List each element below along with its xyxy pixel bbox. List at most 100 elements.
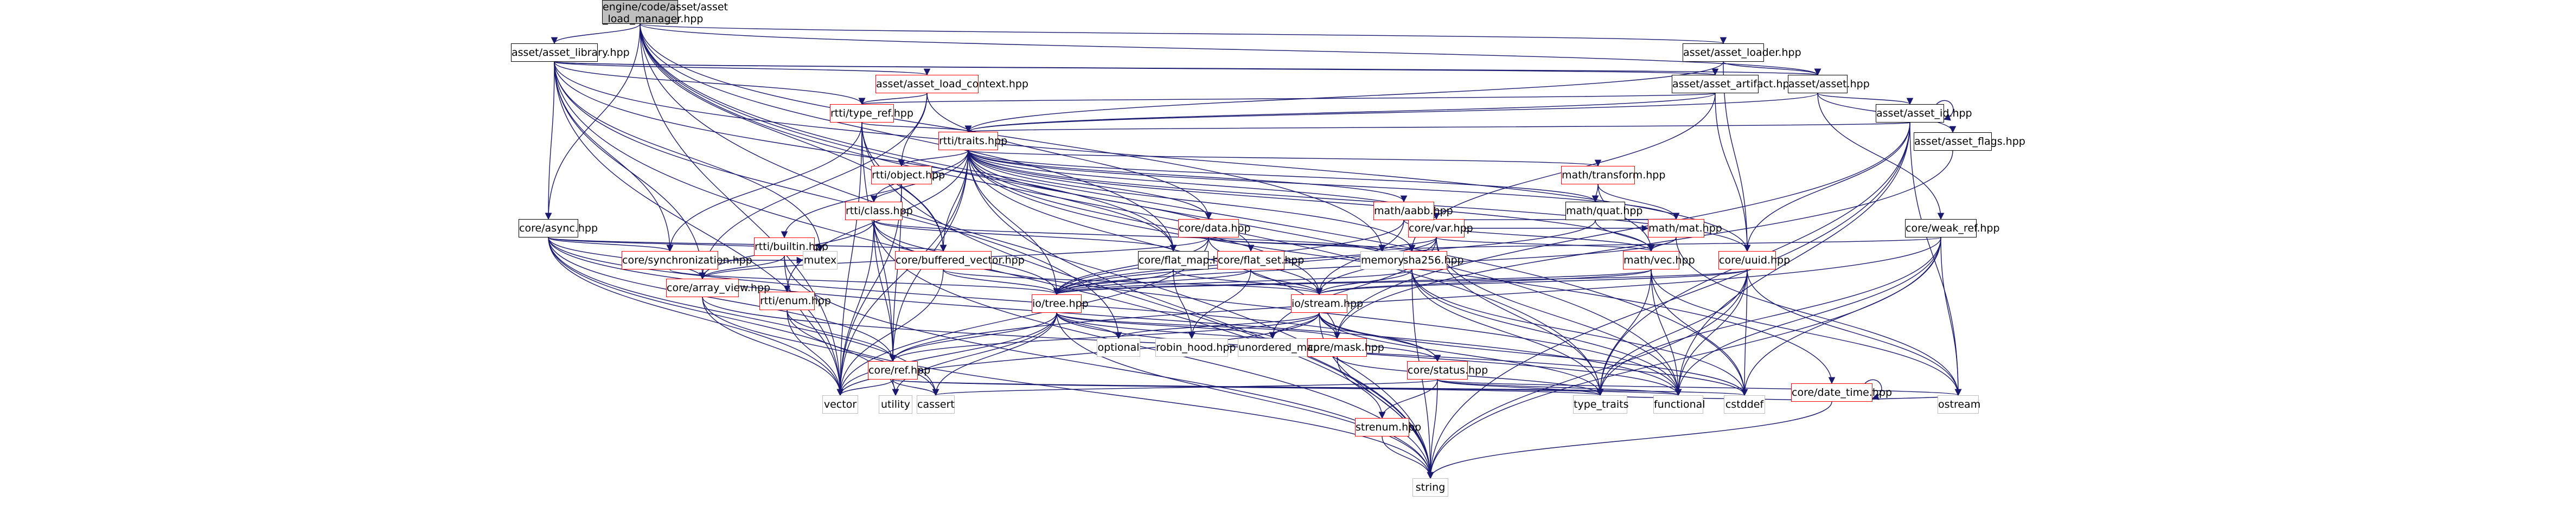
node-type-traits: type_traits [1573,395,1628,414]
edge-asset_id-to-ostream [1909,122,1962,396]
node-label: io/tree.hpp [1032,298,1089,310]
edge-asset_loader-to-asset [1723,61,1821,76]
edge-core_async-to-buffered_vector [548,237,947,252]
node-core-async-hpp[interactable]: core/async.hpp [519,219,598,237]
edge-asset_library-to-flat_map [554,61,1177,252]
edge-root-to-vector [640,23,844,396]
edge-uuid-to-cstddef [1741,269,1748,396]
node-asset-artifact-hpp[interactable]: asset/asset_artifact.hpp [1672,75,1796,93]
edge-type_ref-to-traits [861,122,972,133]
node-core-buffered-vector-hpp[interactable]: core/buffered_vector.hpp [895,251,1025,269]
node-math-vec-hpp[interactable]: math/vec.hpp [1623,251,1695,269]
edge-core_status-to-cassert [932,379,1438,396]
node-io-tree-hpp[interactable]: io/tree.hpp [1032,294,1089,313]
edge-type_ref-to-synchronization [666,122,862,252]
edge-root-to-memory [640,23,1386,252]
edge-asset_library-to-string [554,61,1434,479]
node-label: rtti/traits.hpp [939,135,1008,147]
node-core-flat-set-hpp[interactable]: core/flat_set.hpp [1217,251,1305,269]
node-label: core/weak_ref.hpp [1906,222,2000,234]
edge-io_tree-to-unordered_map [1056,312,1276,339]
node-label: unordered_map [1238,342,1320,354]
node-label: string [1415,481,1446,493]
node-robin-hood-hpp: robin_hood.hpp [1155,338,1236,357]
node-label: math/quat.hpp [1566,205,1643,217]
node-label: strenum.hpp [1356,421,1422,433]
node-label: asset/asset_flags.hpp [1914,136,2025,147]
node-asset-flags-hpp[interactable]: asset/asset_flags.hpp [1914,132,2025,151]
node-label: core/uuid.hpp [1719,254,1791,266]
node-rtti-traits-hpp[interactable]: rtti/traits.hpp [938,132,1008,150]
node-memory: memory [1360,251,1404,269]
node-asset-load-context-hpp[interactable]: asset/asset_load_context.hpp [875,75,1028,93]
node-io-stream-hpp[interactable]: io/stream.hpp [1291,294,1363,313]
edge-vec-to-io_tree [1053,269,1652,295]
node-label: vector [823,399,857,410]
node-label: core/flat_map.hpp [1139,254,1232,266]
node-core-synchronization-hpp[interactable]: core/synchronization.hpp [622,251,752,269]
edge-rtti_enum-to-string [787,310,1434,479]
edge-io_stream-to-string [1319,312,1434,479]
edge-asset_library-to-asset [554,61,1820,76]
edge-buffered_vector-to-vector [836,269,944,396]
edge-asset_library-to-mutex [554,61,824,252]
node-rtti-object-hpp[interactable]: rtti/object.hpp [871,166,945,184]
edge-flat_set-to-io_stream [1250,269,1323,295]
edge-asset_id-to-string [1427,122,1910,479]
edge-traits-to-object [898,150,969,167]
edge-asset_artifact-to-type_ref [859,93,1716,105]
edge-core_status-to-type_traits [1437,379,1604,396]
node-label: core/synchronization.hpp [622,254,752,266]
node-label: robin_hood.hpp [1156,342,1236,354]
edge-traits-to-io_stream [968,150,1323,295]
node-label: rtti/object.hpp [872,169,945,181]
node-rtti-enum-hpp[interactable]: rtti/enum.hpp [759,292,831,310]
node-rtti-builtin-hpp[interactable]: rtti/builtin.hpp [754,237,828,256]
node-strenum-hpp[interactable]: strenum.hpp [1355,418,1422,436]
node-math-aabb-hpp[interactable]: math/aabb.hpp [1373,202,1453,220]
node-label: core/flat_set.hpp [1218,254,1305,266]
node-asset-id-hpp[interactable]: asset/asset_id.hpp [1876,104,1972,123]
node-label: functional [1654,399,1705,410]
edge-asset-to-asset_id [1817,93,1914,105]
node-rtti-type-ref-hpp[interactable]: rtti/type_ref.hpp [830,104,913,123]
node-label: core/date_time.hpp [1792,387,1893,399]
node-cassert: cassert [917,395,955,414]
node-core-mask-hpp[interactable]: core/mask.hpp [1307,338,1384,357]
edge-io_tree-to-cassert [932,312,1057,396]
edge-uuid-to-string [1427,269,1748,479]
node-core-data-hpp[interactable]: core/data.hpp [1178,219,1251,237]
edge-core_ref-to-type_traits [892,379,1603,396]
node-label: core/buffered_vector.hpp [896,254,1025,266]
edge-asset_id-to-functional [1674,122,1910,396]
node-asset-hpp[interactable]: asset/asset.hpp [1788,75,1870,93]
node-math-mat-hpp[interactable]: math/mat.hpp [1648,219,1722,237]
node-core-date-time-hpp[interactable]: core/date_time.hpp [1791,383,1893,402]
edge-buffered_vector-to-io_tree [943,269,1060,295]
edge-io_stream-to-optional [1115,312,1320,339]
node-rtti-class-hpp[interactable]: rtti/class.hpp [845,202,913,220]
edge-io_tree-to-core_ref [889,312,1057,362]
node-core-flat-map-hpp[interactable]: core/flat_map.hpp [1138,251,1232,269]
node-core-var-hpp[interactable]: core/var.hpp [1408,219,1473,237]
edge-core_ref-to-utility [892,379,899,396]
node-core-weak-ref-hpp[interactable]: core/weak_ref.hpp [1905,219,2000,237]
edge-asset-to-traits [965,93,1818,133]
edge-strenum-to-string [1382,436,1434,479]
node-core-uuid-hpp[interactable]: core/uuid.hpp [1718,251,1791,269]
edge-uuid-to-ostream [1747,269,1962,396]
node-asset-loader-hpp[interactable]: asset/asset_loader.hpp [1683,43,1801,62]
edge-asset_loader-to-uuid [1723,61,1751,252]
node-label: math/aabb.hpp [1374,205,1453,217]
edge-core_status-to-string [1427,379,1438,479]
node-label: core/ref.hpp [868,364,931,376]
node-asset-library-hpp[interactable]: asset/asset_library.hpp [511,43,630,62]
edge-object-to-rtti_class [870,184,902,203]
node-core-array-view-hpp[interactable]: core/array_view.hpp [666,279,770,297]
node-label: mutex [803,254,837,266]
node-math-transform-hpp[interactable]: math/transform.hpp [1561,166,1665,184]
node-math-quat-hpp[interactable]: math/quat.hpp [1565,202,1643,220]
node-core-status-hpp[interactable]: core/status.hpp [1407,361,1488,380]
node-core-ref-hpp[interactable]: core/ref.hpp [868,361,931,380]
edge-weak_ref-to-functional [1674,237,1941,396]
